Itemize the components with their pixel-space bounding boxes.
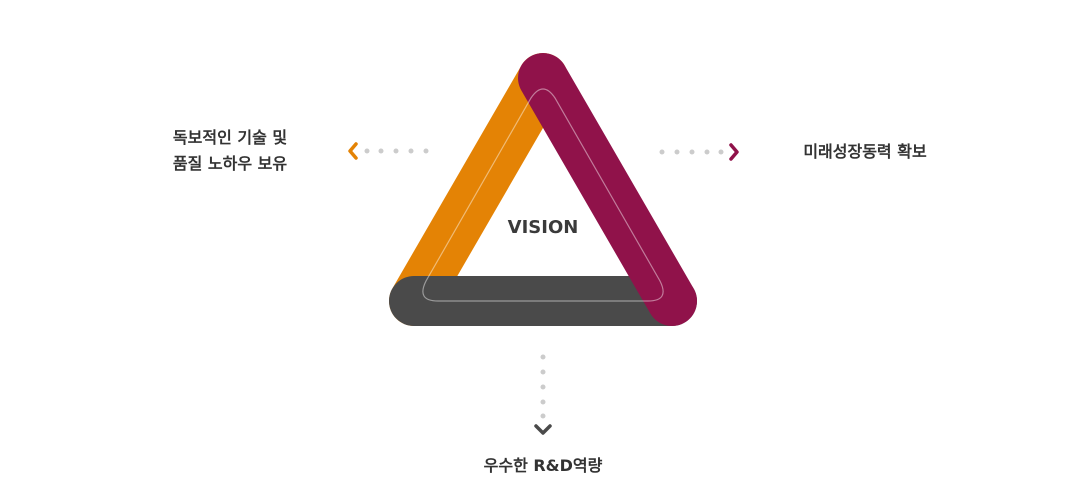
- bottom-dotted-connector: [540, 354, 546, 419]
- chevron-right-icon: [729, 143, 739, 161]
- chevron-down-icon: [534, 424, 552, 435]
- left-label: 독보적인 기술 및 품질 노하우 보유: [150, 125, 310, 177]
- inner-outline: [422, 88, 664, 302]
- orange-bar: [389, 53, 568, 326]
- vision-label: VISION: [507, 217, 579, 238]
- left-dotted-connector: [364, 148, 429, 154]
- left-label-line-2: 품질 노하우 보유: [172, 154, 288, 173]
- magenta-bar: [518, 53, 697, 326]
- right-label: 미래성장동력 확보: [803, 142, 927, 161]
- chevron-left-icon: [348, 142, 358, 160]
- bottom-label: 우수한 R&D역량: [483, 456, 603, 475]
- left-label-line-1: 독보적인 기술 및: [172, 128, 288, 147]
- right-dotted-connector: [659, 149, 724, 155]
